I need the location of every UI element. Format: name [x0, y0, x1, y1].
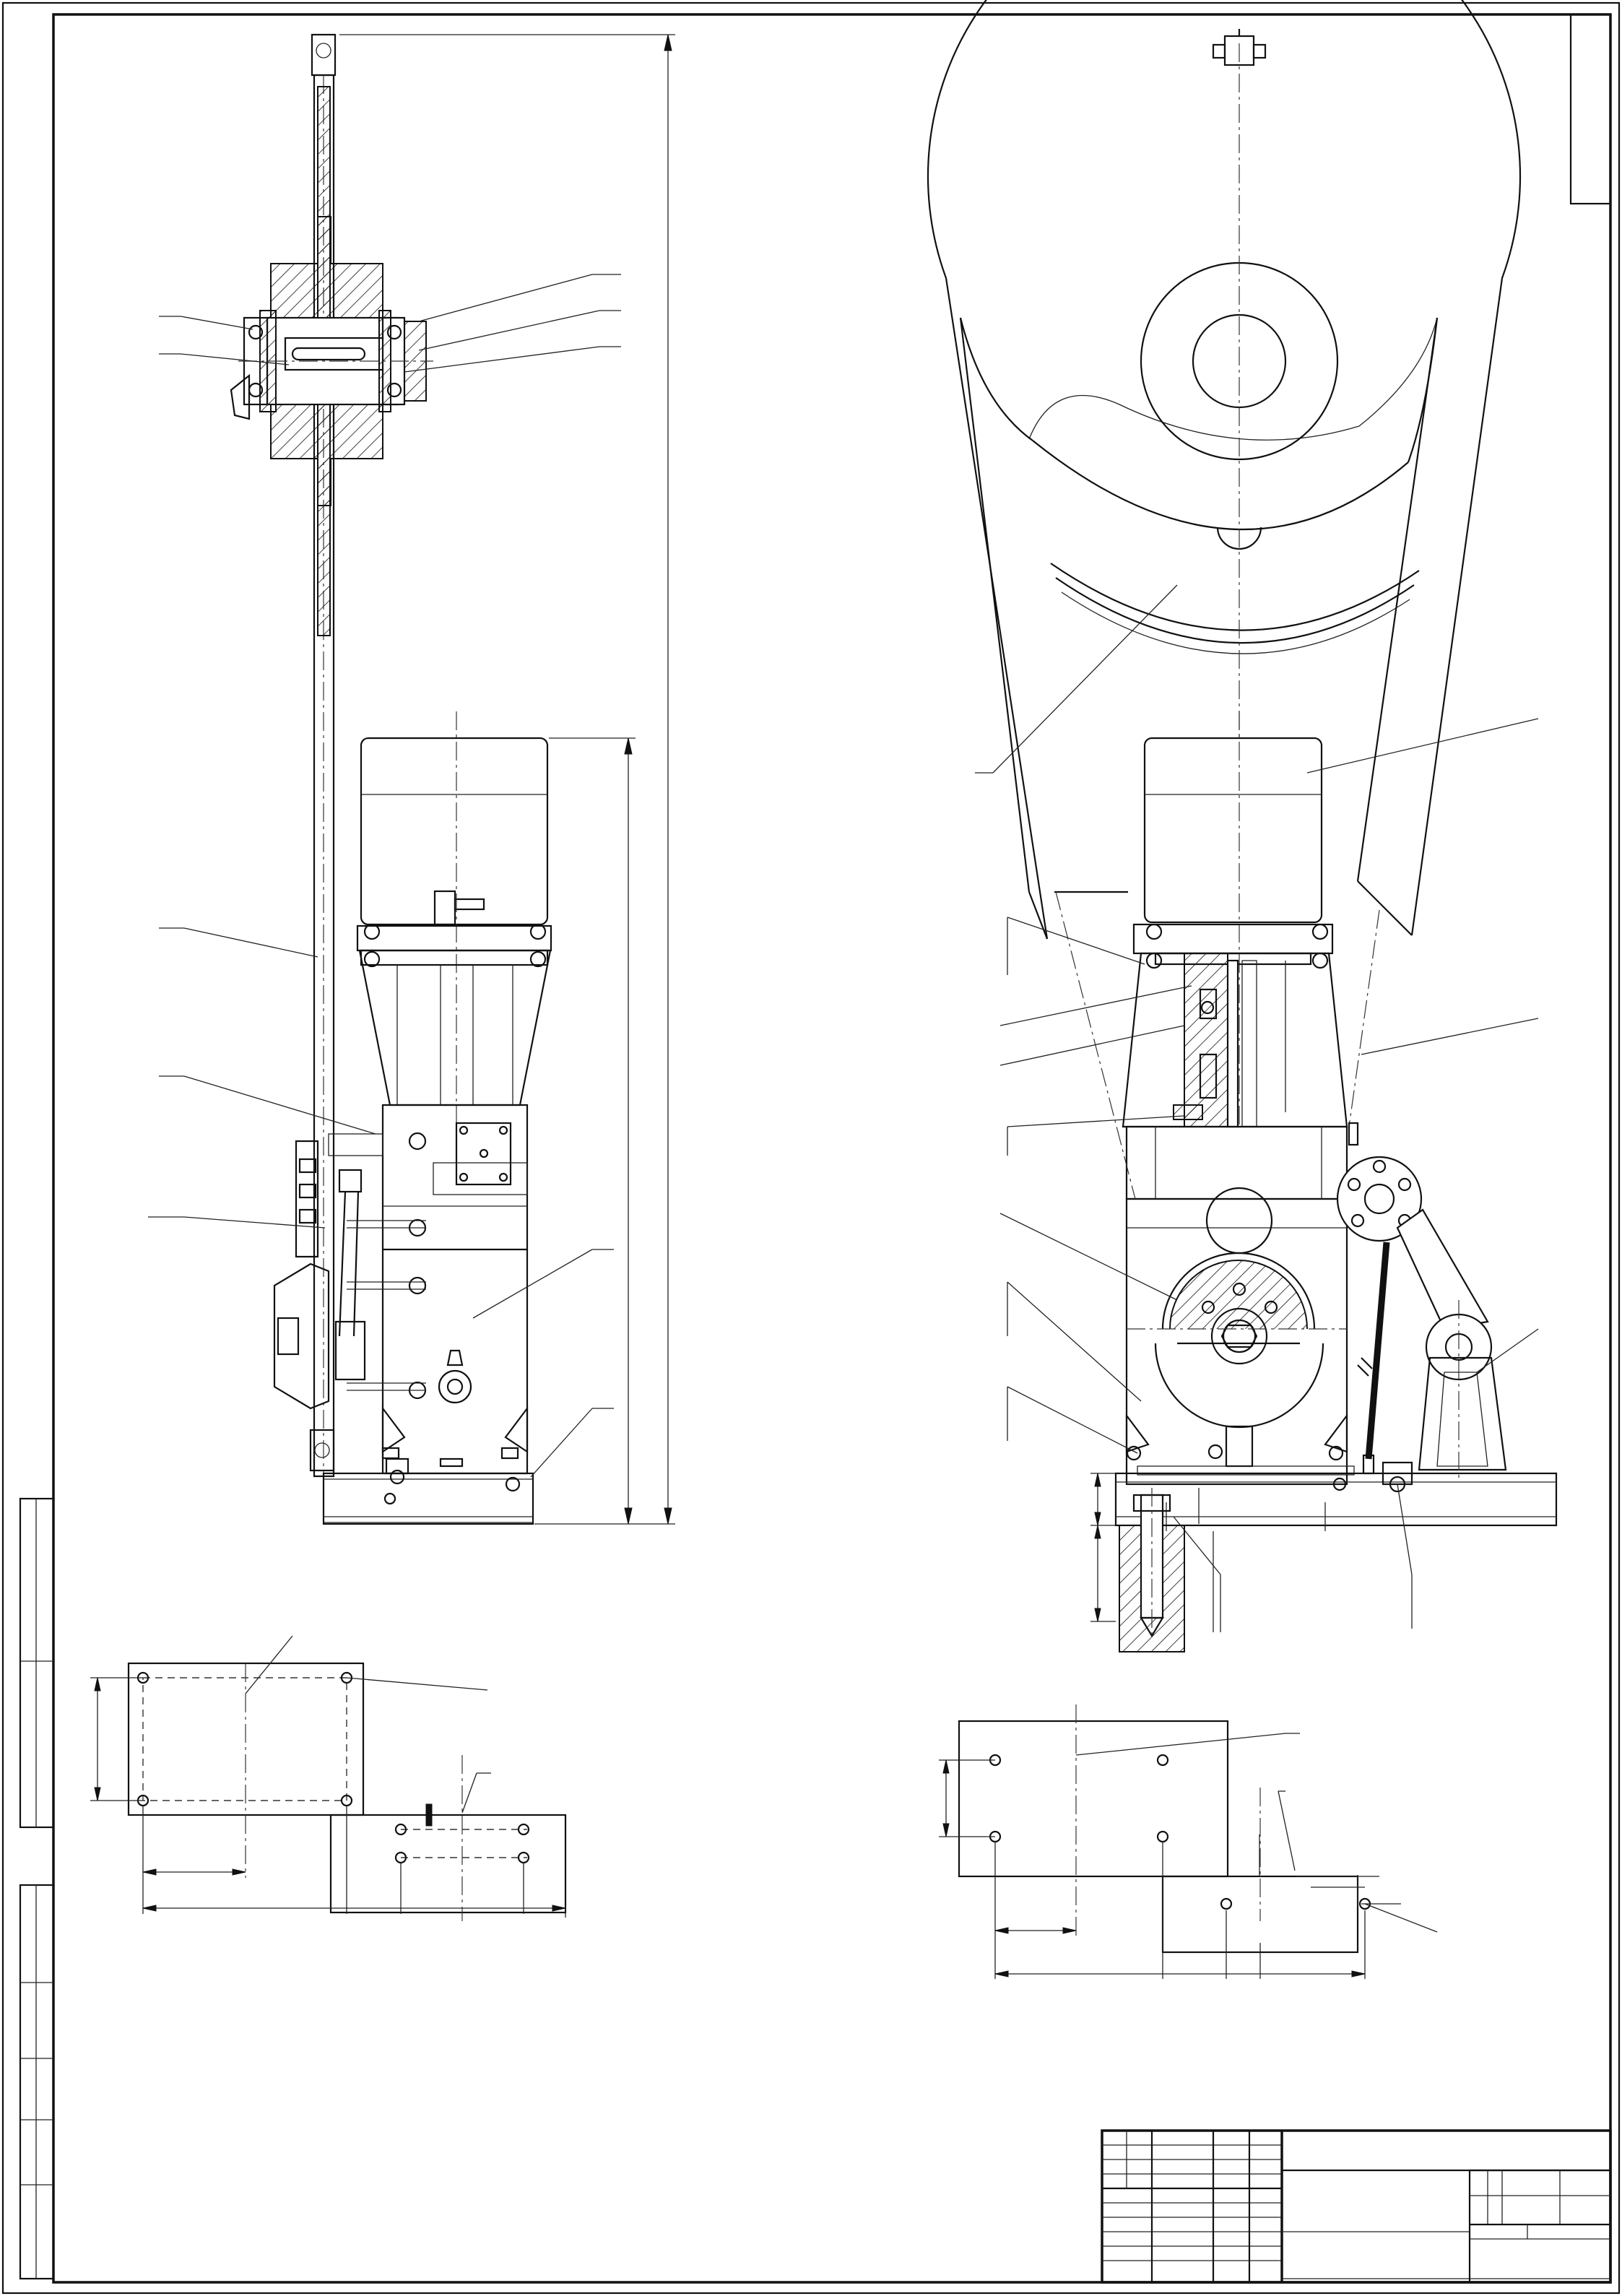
leaders-front: [975, 584, 1539, 1632]
leaders-side: [148, 274, 621, 1478]
base-frame-front: [1114, 1461, 1558, 1531]
motor-front: [1132, 711, 1334, 1127]
tensioner-front: [1336, 1122, 1507, 1481]
coupling-housing-side: [358, 949, 552, 1106]
plan-view-left: [90, 1635, 567, 1921]
motor-side: [356, 711, 552, 1127]
coupling-housing-front: [1122, 952, 1348, 1128]
plan-view-right: [939, 1704, 1438, 1979]
left-margin-strips: [19, 1497, 55, 2280]
front-view: [927, 0, 1558, 1652]
anchor-bolt-section: [1090, 1473, 1214, 1652]
gearbox-front: [1125, 1125, 1348, 1486]
belt-guard-front: [927, 0, 1522, 940]
title-block: [1101, 2129, 1612, 2284]
side-view: [148, 33, 675, 1525]
belt-lines-front: [1055, 891, 1380, 1200]
height-dimensions-side: [339, 34, 675, 1525]
tension-spring: [1365, 1242, 1390, 1460]
crank-linkage-side: [273, 1133, 426, 1472]
pulley-hub-section: [230, 216, 433, 506]
arm-top-link: [311, 33, 337, 77]
base-plate-side: [322, 1457, 534, 1525]
